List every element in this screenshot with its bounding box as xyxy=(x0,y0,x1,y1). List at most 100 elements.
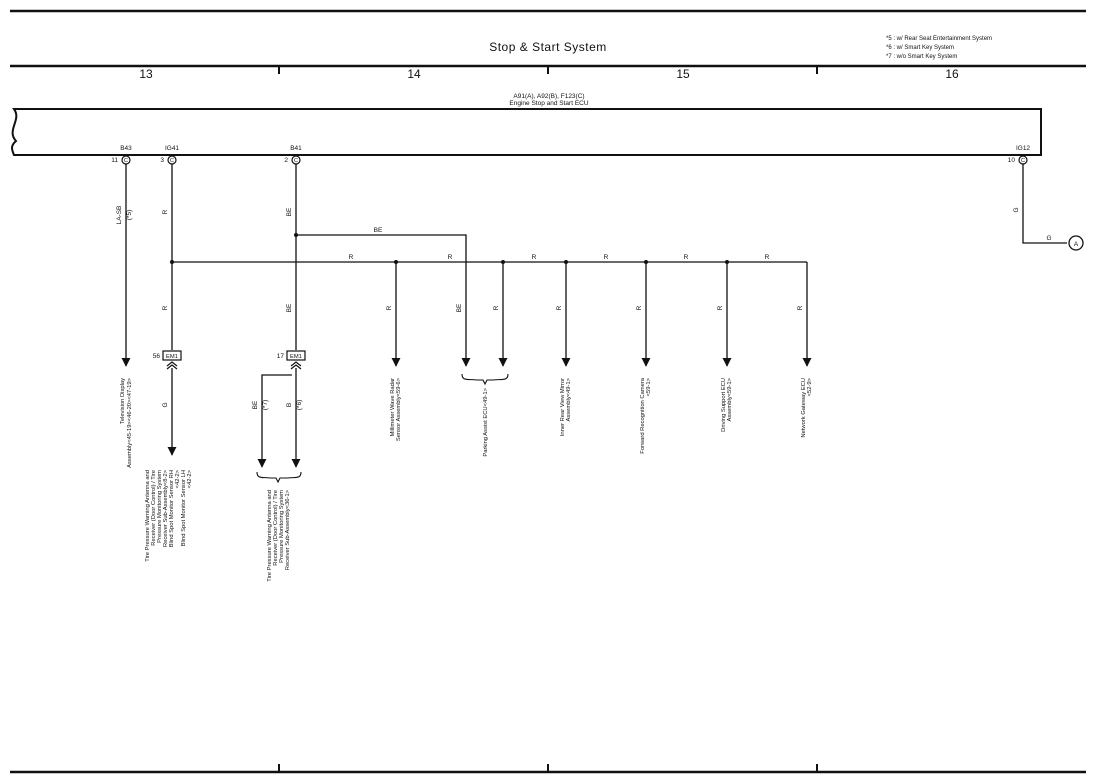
wire-color-label: R xyxy=(765,254,770,261)
svg-text:<52-9>: <52-9> xyxy=(807,377,813,396)
junction-dot xyxy=(644,260,648,264)
wire-color-label: B xyxy=(286,403,293,407)
wire-color-label: R xyxy=(532,254,537,261)
wire-color-label: BE xyxy=(286,303,293,312)
svg-text:Receiver (Door Control) / Tire: Receiver (Door Control) / Tire xyxy=(273,490,279,566)
wire-g-offpage xyxy=(1022,164,1067,244)
svg-text:Assembly<49-1>: Assembly<49-1> xyxy=(566,377,572,421)
component-label-camera: Forward Recognition Camera <59-1> xyxy=(640,377,652,453)
terminal-conn: C xyxy=(124,158,128,164)
wire-color-label: R xyxy=(797,305,804,310)
svg-text:Parking Assist ECU<49-1>: Parking Assist ECU<49-1> xyxy=(483,387,489,456)
wire-color-label: R xyxy=(636,305,643,310)
off-page-connector xyxy=(1068,235,1084,251)
terminal-id: IG12 xyxy=(1016,145,1030,152)
component-label-driving-support: Driving Support ECU Assembly<59-1> xyxy=(721,377,733,431)
wire-color-label: R xyxy=(386,305,393,310)
junction-dot xyxy=(501,260,505,264)
svg-text:Pressure Monitoring System: Pressure Monitoring System xyxy=(157,470,163,543)
terminal-id: B41 xyxy=(290,145,302,152)
terminal-pin: 10 xyxy=(1008,157,1016,164)
wire-color-label: R xyxy=(717,305,724,310)
junction-chevron xyxy=(166,361,178,370)
svg-text:<59-1>: <59-1> xyxy=(646,377,652,396)
wire-color-label: BE xyxy=(374,227,383,234)
junction-code: EM1 xyxy=(166,354,178,360)
wire-color-label: R xyxy=(556,305,563,310)
junction-dot xyxy=(294,233,298,237)
wire-color-label: G xyxy=(1046,235,1051,242)
terminal-conn: C xyxy=(294,158,298,164)
note-line: *6 : w/ Smart Key System xyxy=(886,45,954,51)
svg-text:Pressure Monitoring System: Pressure Monitoring System xyxy=(279,490,285,563)
junction-pin: 17 xyxy=(277,353,285,360)
note-line: *5 : w/ Rear Seat Entertainment System xyxy=(886,36,992,42)
wire-color-label: BE xyxy=(456,303,463,312)
sheet-number: 13 xyxy=(139,67,153,81)
wires xyxy=(121,164,1067,468)
svg-text:Inner Rear View Mirror: Inner Rear View Mirror xyxy=(560,378,566,436)
wire-color-label: R xyxy=(162,209,169,214)
note-line: *7 : w/o Smart Key System xyxy=(886,54,957,60)
svg-text:Blind Spot Monitor Sensor LH: Blind Spot Monitor Sensor LH xyxy=(181,470,187,546)
brace xyxy=(461,373,509,386)
junction-dot xyxy=(394,260,398,264)
component-label-radar: Millimeter Wave Radar Sensor Assembly<59… xyxy=(390,377,402,441)
wire-color-label: G xyxy=(1013,207,1020,212)
page-title: Stop & Start System xyxy=(489,40,607,54)
svg-text:Television Display: Television Display xyxy=(120,378,126,424)
svg-text:Sensor Assembly<59-6>: Sensor Assembly<59-6> xyxy=(396,377,402,441)
wire-color-label: BE xyxy=(286,207,293,216)
wire-color-label: G xyxy=(162,402,169,407)
component-label-tv: Television Display Assembly<45-19><46-20… xyxy=(120,377,133,468)
component-label-tpms-receiver: Tire Pressure Warning Antenna and Receiv… xyxy=(145,469,193,561)
svg-text:Receiver Sub-Assembly<36-1>: Receiver Sub-Assembly<36-1> xyxy=(285,489,291,570)
junction-dot xyxy=(725,260,729,264)
svg-text:Assembly<59-1>: Assembly<59-1> xyxy=(727,377,733,421)
junction-code: EM1 xyxy=(290,354,302,360)
ecu-connector-ids: A91(A), A92(B), F123(C) xyxy=(513,93,584,100)
wire-note-label: (*5) xyxy=(126,210,133,220)
wire-color-label: LA-SB xyxy=(116,206,123,225)
terminal-id: IG41 xyxy=(165,145,179,152)
wire-color-label: R xyxy=(684,254,689,261)
brace xyxy=(256,471,302,484)
svg-text:Forward Recognition Camera: Forward Recognition Camera xyxy=(640,377,646,453)
wire-note-label: (*7) xyxy=(262,400,269,410)
wire-be-branch xyxy=(296,234,471,367)
wire-color-label: R xyxy=(448,254,453,261)
wire-be-star7 xyxy=(257,374,292,468)
svg-text:Network Gateway ECU: Network Gateway ECU xyxy=(801,378,807,438)
sheet-number: 15 xyxy=(676,67,690,81)
junction-pin: 56 xyxy=(153,353,161,360)
wire-color-label: R xyxy=(162,305,169,310)
terminal-pin: 11 xyxy=(111,157,118,164)
sheet-number: 16 xyxy=(945,67,959,81)
terminal-conn: C xyxy=(170,158,174,164)
svg-text:Tire Pressure Warning Antenna: Tire Pressure Warning Antenna and xyxy=(267,490,273,582)
sheet-number: 14 xyxy=(407,67,421,81)
junction-chevron xyxy=(290,361,302,370)
svg-text:<42-2>: <42-2> xyxy=(175,469,181,488)
svg-text:Blind Spot Monitor Sensor RH: Blind Spot Monitor Sensor RH xyxy=(169,470,175,547)
component-label-parking: Parking Assist ECU<49-1> xyxy=(483,387,489,456)
wire-color-label: BE xyxy=(252,400,259,409)
terminal-id: B43 xyxy=(120,145,132,152)
junction-connector xyxy=(286,350,306,361)
terminal-pin: 2 xyxy=(284,157,288,164)
component-label-gateway: Network Gateway ECU <52-9> xyxy=(801,377,813,437)
terminal-pin: 3 xyxy=(160,157,164,164)
terminal-conn: C xyxy=(1021,158,1025,164)
junction-connector xyxy=(162,350,182,361)
junction-dot xyxy=(564,260,568,264)
svg-text:<42-2>: <42-2> xyxy=(187,469,193,488)
component-label-mirror: Inner Rear View Mirror Assembly<49-1> xyxy=(560,377,572,436)
junction-dot xyxy=(170,260,174,264)
wire-color-label: R xyxy=(604,254,609,261)
svg-text:Millimeter Wave Radar: Millimeter Wave Radar xyxy=(390,378,396,436)
wire-note-label: (*6) xyxy=(296,400,303,410)
svg-text:Receiver (Door Control) / Tire: Receiver (Door Control) / Tire xyxy=(151,470,157,546)
wire-color-label: R xyxy=(349,254,354,261)
svg-text:Tire Pressure Warning Antenna: Tire Pressure Warning Antenna and xyxy=(145,470,151,562)
